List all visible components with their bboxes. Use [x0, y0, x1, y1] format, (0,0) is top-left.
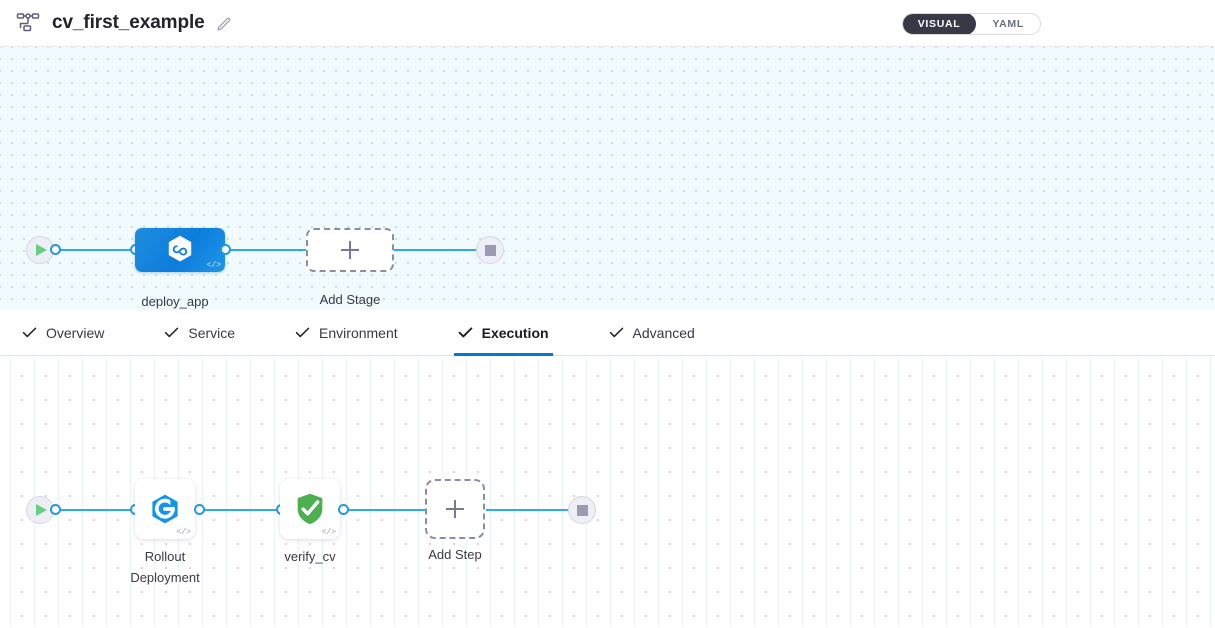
harness-hexagon-icon: [168, 235, 192, 262]
toggle-option-visual[interactable]: VISUAL: [902, 14, 977, 34]
check-icon: [295, 327, 310, 338]
rollout-deployment-icon: [152, 494, 178, 524]
stop-icon: [576, 504, 588, 516]
tab-environment[interactable]: Environment: [291, 310, 420, 355]
stage-canvas[interactable]: </> deploy_app Add Stage: [0, 47, 1215, 310]
plus-icon: [341, 241, 359, 259]
visual-yaml-toggle[interactable]: VISUAL YAML: [901, 13, 1041, 35]
step-connector-2: [200, 509, 282, 511]
step-node-rollout-deployment[interactable]: </>: [135, 479, 195, 539]
verify-shield-check-icon: [297, 493, 323, 525]
tab-overview[interactable]: Overview: [18, 310, 126, 355]
pipeline-graph-icon: [16, 13, 40, 32]
step-label-verify-cv: verify_cv: [284, 549, 336, 564]
pencil-edit-icon[interactable]: [216, 15, 233, 32]
step-port-out-2[interactable]: [338, 504, 349, 515]
play-icon: [36, 504, 47, 516]
play-icon: [36, 244, 47, 256]
step-connector-4: [486, 509, 576, 511]
stop-icon: [484, 244, 496, 256]
add-step-button[interactable]: [425, 479, 485, 539]
tab-service-label: Service: [188, 324, 236, 341]
check-icon: [22, 327, 37, 338]
tab-environment-label: Environment: [319, 324, 398, 341]
step-connector-3: [344, 509, 426, 511]
stage-end-node[interactable]: [476, 236, 504, 264]
tab-service[interactable]: Service: [160, 310, 257, 355]
step-end-node[interactable]: [568, 496, 596, 524]
tab-overview-label: Overview: [46, 324, 105, 341]
add-stage-label: Add Stage: [319, 292, 381, 307]
step-port-out-1[interactable]: [194, 504, 205, 515]
stage-config-tabbar[interactable]: Overview Service Environment Execution A…: [0, 310, 1215, 356]
code-badge-icon[interactable]: </>: [176, 528, 191, 537]
step-port-start[interactable]: [50, 504, 61, 515]
stage-connector-2: [226, 249, 308, 251]
stage-port-start[interactable]: [50, 244, 61, 255]
stage-start-node[interactable]: [26, 236, 54, 264]
tab-advanced[interactable]: Advanced: [605, 310, 717, 355]
stage-node-deploy-app[interactable]: </>: [135, 228, 225, 272]
tab-advanced-label: Advanced: [632, 324, 695, 341]
step-start-node[interactable]: [26, 496, 54, 524]
step-node-verify-cv[interactable]: </>: [280, 479, 340, 539]
tab-execution-label: Execution: [481, 324, 549, 341]
toggle-option-yaml[interactable]: YAML: [992, 18, 1024, 30]
plus-icon: [446, 500, 464, 518]
page-title: cv_first_example: [52, 12, 205, 33]
tab-execution[interactable]: Execution: [453, 310, 571, 356]
check-icon: [609, 327, 623, 338]
add-stage-button[interactable]: [306, 228, 394, 272]
stage-port-out-1[interactable]: [220, 244, 231, 255]
code-badge-icon[interactable]: </>: [321, 528, 336, 537]
execution-steps-canvas[interactable]: </> Rollout Deployment </> verify_cv Add…: [0, 356, 1215, 627]
step-label-rollout-deployment: Rollout Deployment: [130, 549, 200, 585]
code-badge-icon[interactable]: </>: [206, 261, 221, 270]
check-icon: [165, 327, 179, 338]
stage-connector-3: [392, 249, 482, 251]
stage-label-deploy-app: deploy_app: [141, 294, 209, 309]
step-connector-1: [56, 509, 136, 511]
app-header: cv_first_example VISUAL YAML: [0, 0, 1215, 47]
add-step-label: Add Step: [428, 547, 482, 562]
stage-connector-1: [56, 249, 136, 251]
check-icon: [458, 327, 473, 338]
